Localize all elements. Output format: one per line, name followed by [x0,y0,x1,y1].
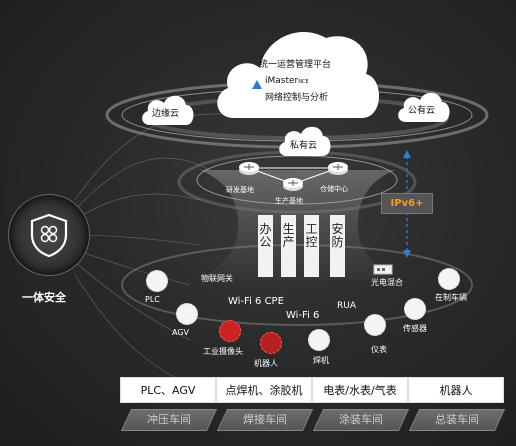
plc-icon [146,270,168,292]
vehicle-label: 在制车辆 [435,293,467,302]
pillar-office: 办公 [258,215,273,277]
wifi6-label: Wi-Fi 6 [286,310,320,321]
ipv6-arrow-down [403,250,411,258]
security-label: 一体安全 [22,291,66,304]
pillar-security: 安防 [330,215,345,277]
main-cloud-shape [217,31,380,119]
router-icon-production [283,178,303,191]
robot-label: 机器人 [254,359,278,368]
platform-subtitle: 网络控制与分析 [265,93,329,103]
platform-title: 统一运营管理平台 [259,60,332,70]
security-badge [8,194,90,276]
optical-mixing-label: 光电混合 [371,278,403,287]
imaster-logo-icon [251,76,263,89]
meter-label: 仪表 [371,345,387,354]
welder-icon [308,329,330,351]
agv-icon [176,303,198,325]
workshop-equipment-assembly: 机器人 [408,377,504,403]
security-fan-lines [74,113,241,381]
workshop-equipment-painting: 电表/水表/气表 [312,377,408,403]
access-ring [121,244,473,326]
public-cloud-label: 公有云 [408,106,436,116]
node-label-production: 生产基地 [275,197,303,205]
industrial-camera-icon [219,320,241,342]
meter-icon [364,314,386,336]
ipv6-badge: IPv6+ [381,193,433,214]
edge-cloud-label: 边缘云 [152,109,180,119]
network-funnel [200,170,395,280]
pillar-production: 生产 [281,215,296,277]
vehicle-icon [438,268,460,290]
rua-label: RUA [337,301,356,311]
industrial-camera-label: 工业摄像头 [203,347,243,356]
product-name: iMasterNCE [265,76,309,86]
node-label-warehouse: 仓储中心 [320,185,348,193]
router-icon-warehouse [328,162,348,175]
private-cloud-label: 私有云 [290,141,318,151]
sensor-icon [404,298,426,320]
pillar-industrial-control: 工控 [304,215,319,277]
optical-switch-icon [373,264,393,275]
iot-gateway-label: 物联网关 [201,274,233,283]
workshop-painting: 涂装车间 [318,409,404,431]
shield-icon [30,213,68,257]
workshop-equipment-welding: 点焊机、涂胶机 [216,377,312,403]
robot-icon [260,332,282,354]
plc-label: PLC [145,295,160,304]
workshop-stamping: 冲压车间 [126,409,212,431]
workshop-assembly: 总装车间 [414,409,500,431]
private-cloud-shape [279,126,331,156]
agv-label: AGV [172,328,190,337]
workshop-welding: 焊接车间 [222,409,308,431]
sensor-label: 传感器 [403,324,427,333]
workshop-equipment-stamping: PLC、AGV [120,377,216,403]
node-label-rd: 研发基地 [226,186,254,194]
public-cloud-shape [398,92,450,122]
welder-label: 焊机 [313,356,329,365]
router-icon-rd [239,162,259,175]
wifi6-cpe-label: Wi-Fi 6 CPE [228,296,284,307]
edge-cloud-shape [142,95,194,125]
ipv6-arrow-up [403,150,411,158]
